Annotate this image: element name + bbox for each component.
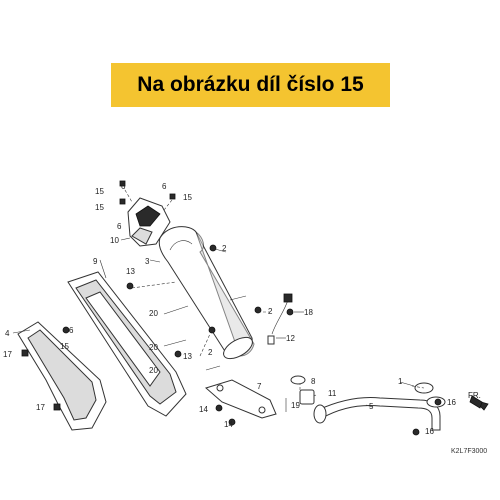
callout-17: 17 — [3, 350, 12, 359]
callout-14: 14 — [199, 405, 208, 414]
heat-protector — [67, 271, 187, 417]
callout-12: 12 — [286, 334, 295, 343]
callout-10: 10 — [110, 236, 119, 245]
callout-9: 9 — [93, 257, 98, 266]
callout-2: 2 — [268, 307, 273, 316]
callout-6: 6 — [121, 182, 126, 191]
callout-20: 20 — [149, 366, 158, 375]
callout-13: 13 — [126, 267, 135, 276]
assembly-lines — [124, 189, 425, 390]
diagram-code: K2L7F3000 — [451, 448, 487, 455]
callout-15: 15 — [60, 342, 69, 351]
callout-14: 14 — [224, 420, 233, 429]
callout-15: 15 — [183, 193, 192, 202]
callout-20: 20 — [149, 343, 158, 352]
callout-11: 11 — [328, 389, 337, 398]
callout-18: 18 — [304, 308, 313, 317]
callout-labels: 15 6 15 6 15 6 10 2 9 3 13 20 2 18 4 6 1… — [3, 182, 456, 436]
callout-8: 8 — [311, 377, 316, 386]
pipe-joint — [299, 389, 315, 405]
sensor-wire — [267, 293, 293, 345]
bolts — [163, 305, 287, 412]
callout-15: 15 — [95, 187, 104, 196]
exhaust-pipe — [313, 396, 446, 431]
banner-text: Na obrázku díl číslo 15 — [137, 73, 364, 96]
callout-6: 6 — [162, 182, 167, 191]
callout-15: 15 — [95, 203, 104, 212]
front-label: FR. — [468, 391, 481, 400]
muffler — [158, 226, 255, 360]
callout-20: 20 — [149, 309, 158, 318]
band — [290, 375, 306, 385]
callout-13: 13 — [183, 352, 192, 361]
part-number-banner: Na obrázku díl číslo 15 — [111, 63, 390, 107]
heat-shield-top — [127, 197, 171, 247]
side-cover — [17, 321, 107, 431]
callout-2: 2 — [222, 244, 227, 253]
callout-17: 17 — [36, 403, 45, 412]
callout-6: 6 — [117, 222, 122, 231]
callout-16: 16 — [447, 398, 456, 407]
callout-7: 7 — [257, 382, 262, 391]
callout-3: 3 — [145, 257, 150, 266]
callout-1: 1 — [398, 377, 403, 386]
fasteners — [21, 180, 442, 436]
callout-2: 2 — [208, 348, 213, 357]
callout-6: 6 — [69, 326, 74, 335]
callout-leaders — [12, 237, 415, 408]
callout-16: 16 — [425, 427, 434, 436]
callout-5: 5 — [369, 402, 374, 411]
muffler-bracket — [204, 379, 277, 419]
callout-4: 4 — [5, 329, 10, 338]
front-arrow: FR. — [468, 391, 489, 411]
callout-19: 19 — [291, 401, 300, 410]
